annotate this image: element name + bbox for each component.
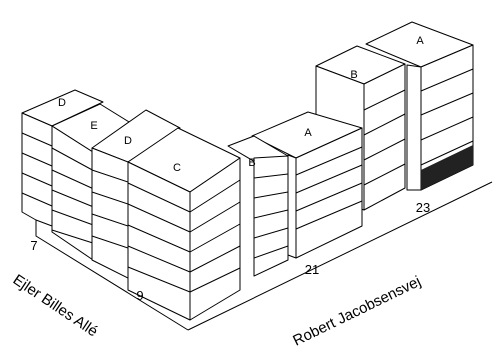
block-c bbox=[127, 127, 241, 321]
house-number-7: 7 bbox=[30, 238, 37, 253]
block-a-middle bbox=[251, 111, 363, 259]
block-a-right bbox=[365, 21, 474, 191]
block-label-e: E bbox=[90, 120, 97, 132]
block-label-c: C bbox=[173, 162, 181, 174]
block-label-b-middle: B bbox=[248, 157, 255, 169]
block-label-a-middle: A bbox=[304, 127, 312, 139]
street-name-right: Robert Jacobsensvej bbox=[290, 273, 423, 350]
house-number-21: 21 bbox=[305, 262, 319, 277]
ground-line-right bbox=[187, 181, 493, 331]
block-b-middle bbox=[227, 135, 289, 277]
ground-line-left bbox=[35, 220, 189, 331]
block-label-a-right: A bbox=[416, 35, 424, 47]
street-name-left: Ejler Billes Allé bbox=[10, 271, 101, 340]
block-label-d-left: D bbox=[58, 97, 66, 109]
house-number-9: 9 bbox=[136, 288, 143, 303]
block-d-middle bbox=[91, 109, 181, 279]
block-label-d-middle: D bbox=[124, 135, 132, 147]
block-label-b-right: B bbox=[350, 69, 357, 81]
highlight-floor bbox=[421, 145, 473, 190]
house-number-23: 23 bbox=[416, 200, 430, 215]
block-d-left bbox=[21, 89, 104, 227]
